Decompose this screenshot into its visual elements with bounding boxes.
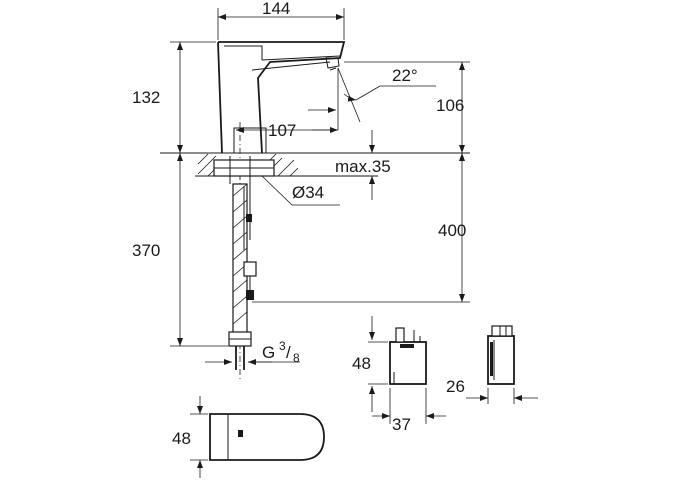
- dim-132: 132: [132, 88, 160, 107]
- sensor-top-view: [190, 396, 325, 478]
- dim-thread-g: G: [262, 343, 275, 362]
- dim-106: 106: [436, 96, 464, 115]
- dim-sensor-48: 48: [172, 429, 191, 448]
- dim-box-26: 26: [446, 377, 465, 396]
- dim-d34: Ø34: [292, 183, 324, 202]
- dim-thread-sub: 8: [293, 351, 300, 365]
- dim-22-deg: 22°: [392, 66, 418, 85]
- dim-400: 400: [438, 221, 466, 240]
- deck-section: [160, 152, 470, 184]
- dimension-labels: 144 132 22° 106 107 max.35 Ø34 370 400 G…: [132, 0, 466, 448]
- dim-370: 370: [132, 241, 160, 260]
- dim-thread-sup: 3: [279, 339, 286, 353]
- dimension-lines: [170, 8, 470, 365]
- dim-107: 107: [268, 121, 296, 140]
- dim-box-37: 37: [392, 415, 411, 434]
- dim-max35: max.35: [335, 157, 391, 176]
- dim-box-48: 48: [352, 354, 371, 373]
- thread-slash: /: [286, 343, 291, 362]
- hoses: [228, 183, 257, 370]
- control-box-side: [466, 325, 538, 404]
- dim-144: 144: [262, 0, 290, 18]
- control-box-front: [368, 316, 446, 424]
